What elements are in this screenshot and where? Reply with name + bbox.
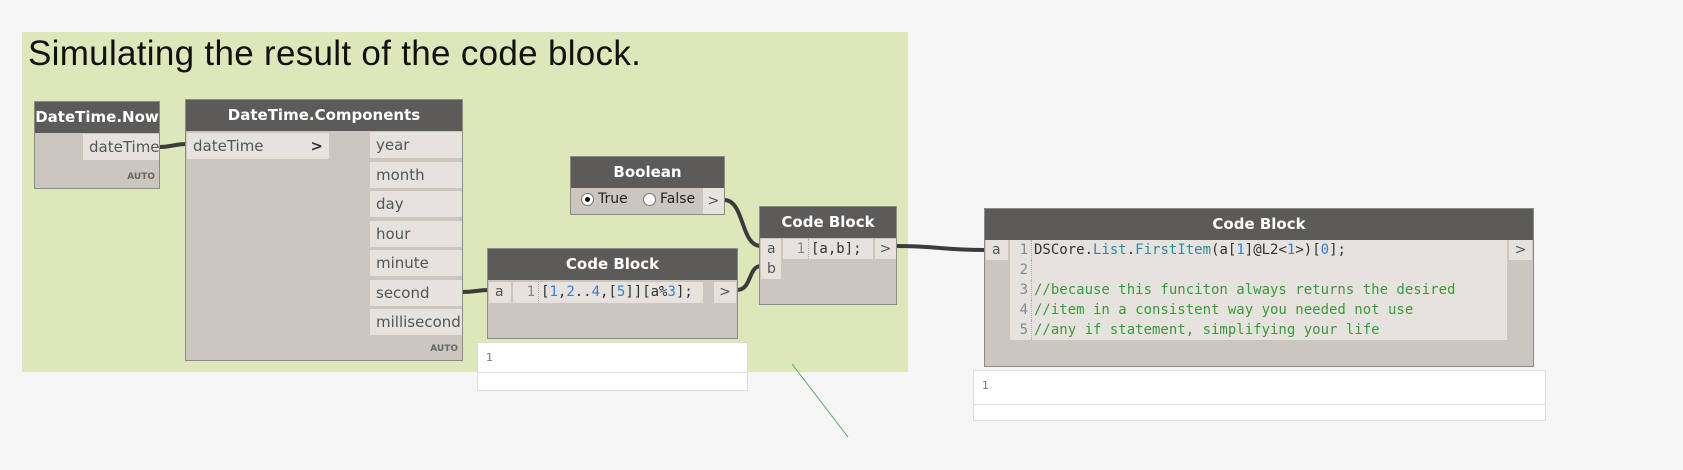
annotation-pointer-line <box>791 363 849 438</box>
code-token: 5 <box>616 284 626 300</box>
code-token: [ <box>541 284 550 300</box>
code-token: List <box>1093 242 1127 258</box>
wire-now-to-components <box>158 142 188 149</box>
preview-value: 1 <box>974 371 1545 405</box>
node-code-block-2[interactable]: Code Block a b 1[a,b]; > <box>759 206 897 305</box>
line-number: 2 <box>1010 260 1032 280</box>
wire-boolean-to-codeblock2 <box>723 198 762 248</box>
node-title: Code Block <box>760 207 896 238</box>
code-comment: //because this funciton always returns t… <box>1034 282 1456 298</box>
radio-label: False <box>660 191 696 207</box>
node-title: DateTime.Now <box>35 102 159 133</box>
output-port-day[interactable]: day <box>370 191 462 217</box>
input-port-b[interactable]: b <box>761 259 781 279</box>
line-number: 1 <box>513 282 539 303</box>
node-title: Boolean <box>571 157 724 188</box>
code-token: . <box>1126 242 1136 258</box>
radio-true[interactable]: True <box>581 191 628 207</box>
code-editor[interactable]: 1[a,b]; <box>783 239 873 259</box>
annotation-group[interactable] <box>22 32 908 372</box>
lacing-label: AUTO <box>430 344 458 354</box>
wire-codeblock2-to-codeblock3 <box>895 244 987 252</box>
code-editor[interactable]: 1[1,2..4,[5]][a%3]; <box>513 282 703 303</box>
port-label: dateTime <box>193 137 264 155</box>
input-port-a[interactable]: a <box>761 239 781 259</box>
node-title: Code Block <box>488 249 737 280</box>
code-token: (a[ <box>1211 242 1237 258</box>
radio-false[interactable]: False <box>643 191 695 207</box>
code-line: 4//item in a consistent way you needed n… <box>1010 300 1507 320</box>
code-token: ]; <box>1329 242 1346 258</box>
wire-codeblock1-to-codeblock2 <box>736 264 762 292</box>
output-port[interactable]: > <box>714 282 736 303</box>
node-title: Code Block <box>985 209 1533 240</box>
code-token: 1 <box>1286 242 1296 258</box>
input-port-a[interactable]: a <box>489 282 511 303</box>
code-line: 5//any if statement, simplifying your li… <box>1010 320 1507 340</box>
output-port-month[interactable]: month <box>370 162 462 188</box>
code-token: ]; <box>675 284 693 300</box>
code-token: 1 <box>549 284 558 300</box>
line-number: 4 <box>1010 300 1032 320</box>
code-token: 3 <box>667 284 676 300</box>
radio-label: True <box>598 191 628 207</box>
code-text: [a,b]; <box>811 241 862 257</box>
output-port[interactable]: > <box>1509 240 1532 260</box>
code-comment: //item in a consistent way you needed no… <box>1034 302 1414 318</box>
code-line: 3//because this funciton always returns … <box>1010 280 1507 300</box>
wire-second-to-codeblock1 <box>461 288 490 294</box>
code-token: DSCore. <box>1034 242 1094 258</box>
line-number: 3 <box>1010 280 1032 300</box>
output-port-hour[interactable]: hour <box>370 221 462 247</box>
node-boolean[interactable]: Boolean True False > <box>570 156 725 215</box>
code-token: 2 <box>566 284 575 300</box>
code-token: 4 <box>591 284 601 300</box>
output-port-datetime[interactable]: dateTime <box>83 134 160 160</box>
code-line: 2 <box>1010 260 1507 280</box>
radio-unselected-icon <box>643 192 656 206</box>
lacing-label: AUTO <box>127 172 155 182</box>
code-token: FirstItem <box>1135 242 1212 258</box>
code-token: , <box>557 284 567 300</box>
output-port[interactable]: > <box>875 239 896 259</box>
node-code-block-1[interactable]: Code Block a 1[1,2..4,[5]][a%3]; > <box>487 248 738 339</box>
input-port-datetime[interactable]: dateTime > <box>187 133 329 159</box>
code-token: .. <box>574 284 592 300</box>
preview-bubble-2[interactable]: 1 <box>973 370 1546 421</box>
group-title: Simulating the result of the code block. <box>28 34 642 73</box>
output-port[interactable]: > <box>703 188 724 214</box>
code-token: ,[ <box>600 284 617 300</box>
node-datetime-components[interactable]: DateTime.Components dateTime > year mont… <box>185 99 463 361</box>
output-port-second[interactable]: second <box>370 280 462 306</box>
output-port-year[interactable]: year <box>370 132 462 158</box>
code-token: 0 <box>1320 242 1330 258</box>
output-port-minute[interactable]: minute <box>370 250 462 276</box>
line-number: 1 <box>1010 240 1032 260</box>
code-comment: //any if statement, simplifying your lif… <box>1034 322 1380 338</box>
preview-value: 1 <box>478 343 747 373</box>
code-token: >)[ <box>1295 242 1321 258</box>
preview-bubble-1[interactable]: 1 <box>477 342 748 391</box>
input-port-a[interactable]: a <box>986 240 1008 260</box>
line-number: 1 <box>783 239 809 259</box>
line-number: 5 <box>1010 320 1032 340</box>
code-token: 1 <box>1236 242 1245 258</box>
code-token: ]][a% <box>625 284 668 300</box>
radio-selected-icon <box>581 192 594 206</box>
chevron-right-icon: > <box>310 137 323 155</box>
output-port-millisecond[interactable]: millisecond <box>370 309 462 335</box>
node-datetime-now[interactable]: DateTime.Now dateTime AUTO <box>34 101 160 189</box>
code-token: ]@L2< <box>1244 242 1287 258</box>
node-title: DateTime.Components <box>186 100 462 131</box>
